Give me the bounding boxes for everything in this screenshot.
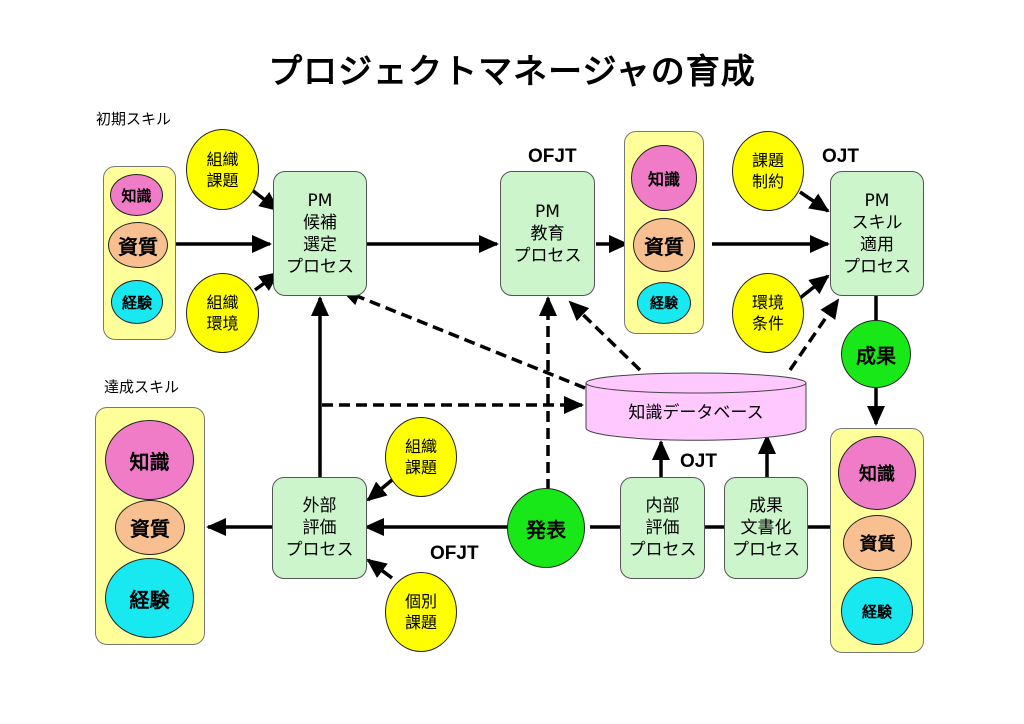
factor-org-env: 組織 環境 — [186, 273, 259, 353]
initial-skills-label: 初期スキル — [96, 110, 172, 128]
factor-org-issue-top: 組織 課題 — [186, 129, 259, 210]
factor-line: 条件 — [751, 314, 784, 333]
arrow-constraint-to-apply — [799, 190, 830, 213]
arrow-condition-to-apply — [798, 274, 830, 300]
initial-experience: 経験 — [111, 280, 163, 324]
factor-line: 個別 — [404, 592, 437, 611]
tag-ojt-top: OJT — [822, 146, 859, 167]
factor-line: 組織 — [404, 437, 437, 456]
process-documentation[interactable]: 成果 文書化 プロセス — [724, 477, 808, 579]
process-line: 選定 — [303, 234, 337, 255]
achieved-skills-label: 達成スキル — [104, 378, 180, 396]
factor-line: 環境 — [751, 293, 784, 312]
arrow-org-issue-to-external — [366, 478, 394, 502]
factor-line: 組織 — [206, 293, 239, 312]
mid-quality: 資質 — [633, 218, 695, 272]
final-experience: 経験 — [841, 577, 913, 645]
page-title: プロジェクトマネージャの育成 — [268, 52, 756, 92]
process-internal-eval[interactable]: 内部 評価 プロセス — [620, 477, 705, 579]
process-line: PM — [307, 190, 333, 211]
process-line: 内部 — [645, 496, 680, 516]
factor-line: 制約 — [751, 172, 784, 191]
final-quality: 資質 — [843, 515, 912, 571]
process-pm-education[interactable]: PM 教育 プロセス — [500, 171, 595, 296]
factor-env-condition: 環境 条件 — [732, 273, 804, 353]
process-line: 成果 — [749, 496, 783, 516]
factor-line: 課題 — [751, 151, 784, 170]
process-line: 適用 — [860, 234, 894, 255]
process-line: プロセス — [843, 256, 911, 277]
process-line: PM — [864, 190, 890, 211]
process-line: プロセス — [513, 245, 582, 266]
process-line: 外部 — [302, 496, 337, 516]
initial-quality: 資質 — [108, 222, 168, 268]
initial-knowledge: 知識 — [110, 174, 163, 216]
mid-knowledge: 知識 — [631, 145, 697, 211]
process-line: 教育 — [530, 223, 565, 244]
final-knowledge: 知識 — [838, 436, 916, 510]
dashed-db-to-candidate — [340, 288, 586, 390]
factor-line: 課題 — [404, 458, 437, 477]
factor-issue-constraint: 課題 制約 — [732, 131, 804, 211]
factor-org-issue-bottom: 組織 課題 — [385, 417, 457, 497]
arrow-individual-to-external — [366, 558, 394, 580]
mid-experience: 経験 — [637, 282, 691, 324]
factor-line: 課題 — [206, 170, 239, 190]
factor-line: 組織 — [206, 149, 239, 169]
factor-line: 課題 — [404, 613, 437, 632]
knowledge-database-cylinder — [585, 372, 807, 441]
knowledge-database-label: 知識データベース — [628, 403, 764, 423]
outcome-result: 成果 — [841, 320, 911, 388]
achieved-quality: 資質 — [115, 500, 185, 555]
process-line: プロセス — [628, 540, 697, 560]
tag-ojt-bottom: OJT — [680, 451, 717, 472]
process-line: 評価 — [645, 518, 680, 538]
process-line: プロセス — [286, 256, 354, 277]
outcome-presentation: 発表 — [507, 488, 585, 568]
tag-ofjt-top: OFJT — [528, 146, 577, 167]
process-line: 評価 — [302, 518, 337, 538]
factor-line: 環境 — [206, 314, 239, 333]
tag-ofjt-bottom: OFJT — [430, 543, 479, 564]
process-line: プロセス — [732, 540, 800, 560]
process-external-eval[interactable]: 外部 評価 プロセス — [272, 477, 367, 579]
process-line: 文書化 — [740, 518, 792, 538]
process-line: プロセス — [285, 540, 354, 560]
achieved-experience: 経験 — [105, 558, 194, 638]
process-pm-skill-apply[interactable]: PM スキル 適用 プロセス — [830, 171, 924, 296]
process-candidate-selection[interactable]: PM 候補 選定 プロセス — [273, 171, 367, 296]
dashed-db-to-apply — [788, 298, 840, 371]
process-line: 候補 — [303, 212, 337, 233]
achieved-knowledge: 知識 — [105, 420, 194, 500]
process-line: PM — [535, 201, 560, 222]
factor-individual-issue: 個別 課題 — [385, 572, 457, 652]
process-line: スキル — [851, 212, 903, 233]
